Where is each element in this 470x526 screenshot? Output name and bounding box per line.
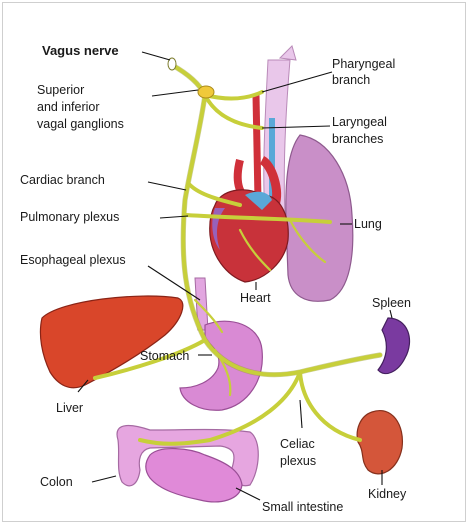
label-heart: Heart bbox=[240, 291, 271, 305]
label-pulmonary-plexus: Pulmonary plexus bbox=[20, 210, 119, 224]
label-small-intestine: Small intestine bbox=[262, 500, 343, 514]
spleen bbox=[378, 318, 410, 374]
label-esophageal-plexus: Esophageal plexus bbox=[20, 253, 126, 267]
label-ganglia-line3: vagal ganglions bbox=[37, 117, 124, 131]
label-celiac-line2: plexus bbox=[280, 454, 316, 468]
label-stomach: Stomach bbox=[140, 349, 189, 363]
heart bbox=[210, 190, 289, 282]
label-ganglia-line1: Superior bbox=[37, 83, 84, 97]
label-colon: Colon bbox=[40, 475, 73, 489]
label-kidney: Kidney bbox=[368, 487, 407, 501]
stomach bbox=[180, 321, 262, 410]
label-pharyngeal-line2: branch bbox=[332, 73, 370, 87]
label-pharyngeal-line1: Pharyngeal bbox=[332, 57, 395, 71]
kidney bbox=[357, 411, 402, 474]
label-lung: Lung bbox=[354, 217, 382, 231]
label-celiac-line1: Celiac bbox=[280, 437, 315, 451]
vagal-ganglia bbox=[198, 86, 214, 98]
label-ganglia-line2: and inferior bbox=[37, 100, 100, 114]
label-laryngeal-line1: Laryngeal bbox=[332, 115, 387, 129]
small-intestine bbox=[146, 449, 242, 502]
label-cardiac-branch: Cardiac branch bbox=[20, 173, 105, 187]
label-liver: Liver bbox=[56, 401, 83, 415]
label-spleen: Spleen bbox=[372, 296, 411, 310]
label-vagus-nerve: Vagus nerve bbox=[42, 43, 119, 58]
label-laryngeal-line2: branches bbox=[332, 132, 383, 146]
